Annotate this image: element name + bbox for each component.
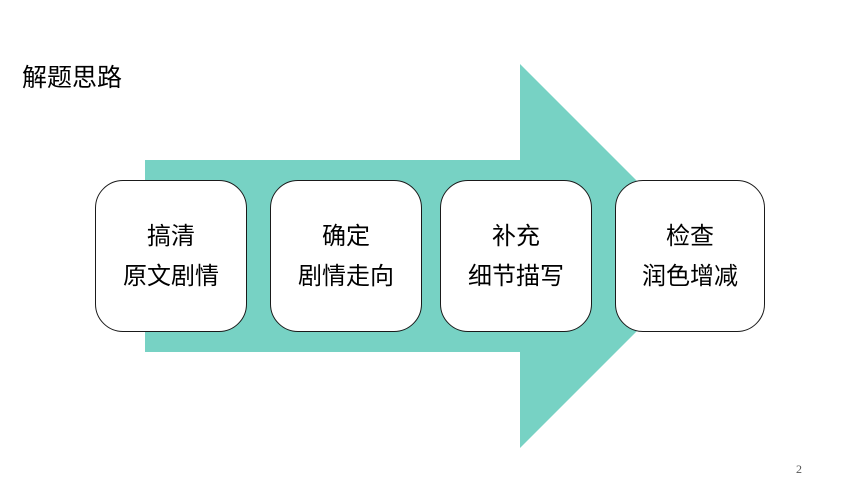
step-box-clarify-plot: 搞清 原文剧情 (95, 180, 247, 332)
step-detail: 细节描写 (468, 262, 564, 290)
step-detail: 原文剧情 (123, 262, 219, 290)
flow-arrow-shape (145, 64, 712, 448)
step-heading: 检查 (666, 222, 714, 250)
step-heading: 补充 (492, 222, 540, 250)
step-detail: 润色增减 (642, 262, 738, 290)
page-number: 2 (796, 462, 802, 476)
step-heading: 确定 (322, 222, 370, 250)
slide-title: 解题思路 (22, 63, 123, 92)
step-heading: 搞清 (147, 222, 195, 250)
step-box-add-details: 补充 细节描写 (440, 180, 592, 332)
step-detail: 剧情走向 (298, 262, 394, 290)
step-box-determine-direction: 确定 剧情走向 (270, 180, 422, 332)
step-box-review-polish: 检查 润色增减 (615, 180, 765, 332)
